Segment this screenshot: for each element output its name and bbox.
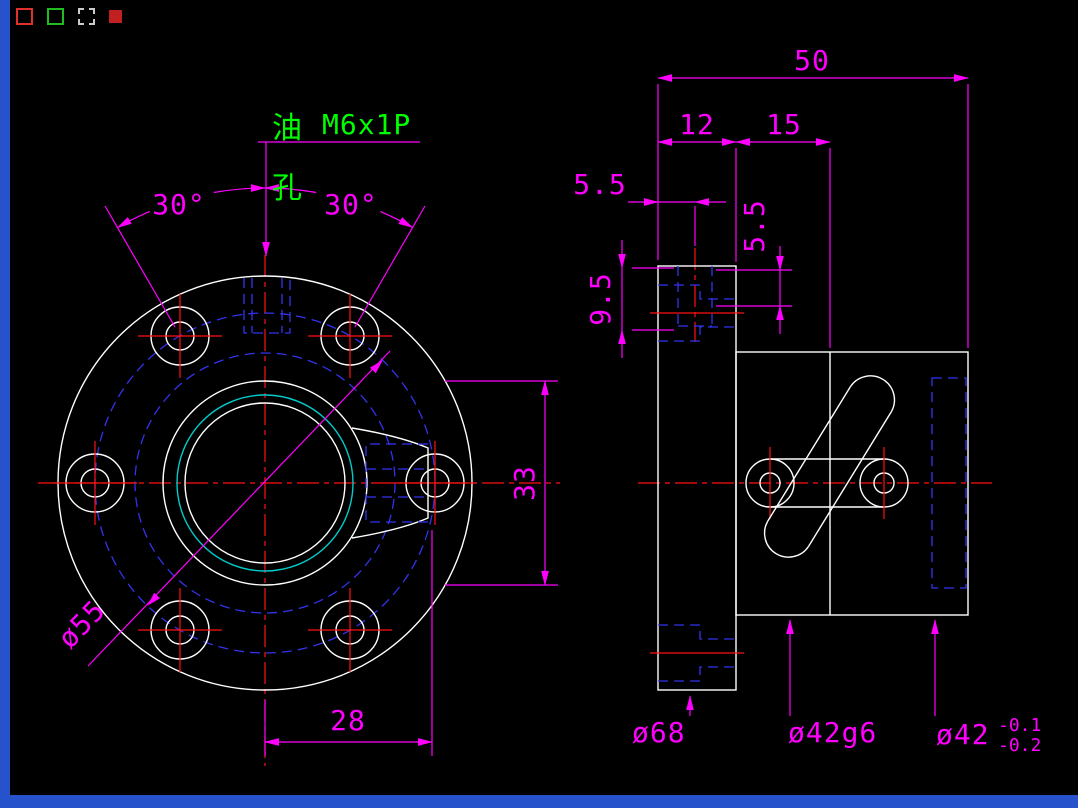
corner-icons: [16, 8, 122, 25]
dim-offset: 28: [330, 704, 366, 737]
slot-edge: [807, 411, 892, 547]
side-boss-outline: [351, 427, 429, 539]
dimension-line: [87, 350, 391, 667]
diagonal-slot: [763, 375, 896, 558]
front-view: 30° 30° ø55 33: [38, 108, 560, 766]
callout-char-bottom: 孔: [272, 171, 302, 206]
arrowhead: [147, 592, 160, 606]
arrowhead: [370, 360, 383, 374]
bolt-hole: [53, 441, 137, 525]
side-view: 50 12 15 5.5: [573, 44, 1041, 756]
bolt-circle-dimension: ø55: [51, 350, 391, 667]
counterbore-hidden: [658, 624, 736, 640]
green-outline-icon: [47, 8, 64, 25]
oil-hole-outline: [243, 278, 291, 334]
dim-oil-depth: 9.5: [584, 272, 617, 326]
red-solid-icon: [109, 10, 122, 23]
side-boss-hidden: [365, 443, 428, 523]
extension-line: [354, 205, 426, 328]
body-outline: [735, 351, 969, 616]
dim-overall: 50: [794, 44, 830, 77]
dim-counterbore-depth: 5.5: [738, 199, 771, 253]
dim-bore: 33: [508, 465, 541, 501]
thread-relief-circle: [176, 394, 354, 572]
viewer-bottom-border: [0, 795, 1078, 808]
dim-bolt-circle: ø55: [51, 593, 112, 654]
oil-hole-top-projection: [243, 278, 291, 334]
slot-edge: [767, 386, 852, 522]
bolt-hole: [393, 441, 477, 525]
dimension-arc: [380, 210, 414, 229]
angle-dimension-left: 30°: [104, 184, 266, 328]
oil-depth-dimension: 9.5: [584, 240, 674, 358]
dimension-arc: [264, 184, 317, 194]
bore-dia-label: ø42 -0.1 -0.2: [931, 619, 1041, 756]
counterbore-depth-dimension: 5.5: [716, 199, 792, 334]
callout-char-top: 油: [272, 111, 302, 146]
oil-offset-dimension: 5.5: [573, 168, 726, 246]
counterbore-hidden: [658, 326, 736, 342]
dim-flange-od: ø68: [632, 716, 686, 749]
inner-bore-circle: [184, 402, 346, 564]
dim-bore-dia: ø42: [936, 718, 990, 751]
hidden-bore: [931, 377, 967, 589]
dim-pilot-length: 15: [766, 108, 802, 141]
callout-thread: M6x1P: [322, 108, 411, 141]
bolt-hole: [308, 294, 392, 378]
dimension-arc: [213, 184, 266, 194]
slot-end-arc: [850, 375, 896, 412]
flange-od-label: ø68: [632, 695, 694, 749]
pilot-length-dimension: 15: [735, 108, 831, 348]
overall-length-dimension: 50: [657, 44, 969, 348]
slot-end-arc: [763, 521, 809, 558]
viewer-left-border: [0, 0, 10, 808]
bore-dimension: 33: [445, 380, 558, 586]
dim-oil-offset: 5.5: [573, 168, 627, 201]
bolt-hole-section-top: [650, 284, 744, 342]
bore-circle: [162, 380, 368, 586]
offset-dimension: 28: [264, 530, 433, 756]
dimension-arc: [116, 210, 150, 229]
dim-pilot-dia: ø42g6: [788, 716, 877, 749]
counterbore-hidden: [658, 284, 736, 300]
bolt-hole-section-bottom: [650, 624, 744, 682]
oil-hole-callout: 油 孔 M6x1P: [258, 108, 420, 257]
oil-hole-section: [677, 266, 713, 327]
dim-flange-thickness: 12: [679, 108, 715, 141]
bolt-hole: [308, 588, 392, 672]
counterbore-hidden: [658, 666, 736, 682]
bolt-hole: [138, 588, 222, 672]
angle-dimension-right: 30°: [264, 184, 426, 328]
dim-angle-left: 30°: [152, 188, 206, 221]
flange-thickness-dimension: 12: [657, 108, 737, 262]
white-dashed-icon: [78, 8, 95, 25]
side-boss: [351, 427, 429, 539]
pilot-dia-label: ø42g6: [786, 619, 877, 749]
cross-hole-feature: [745, 447, 909, 519]
bolt-hole: [138, 294, 222, 378]
dim-angle-right: 30°: [324, 188, 378, 221]
dim-tol-lower: -0.2: [998, 735, 1041, 756]
dim-tol-upper: -0.1: [998, 715, 1041, 736]
extension-line: [104, 205, 176, 328]
red-outline-icon: [16, 8, 33, 25]
